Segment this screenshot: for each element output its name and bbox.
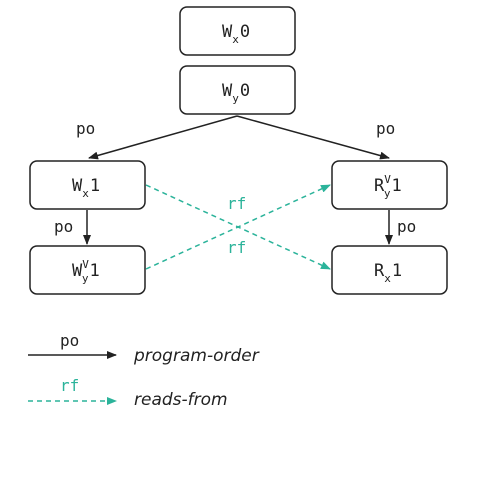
legend-po-tag: po: [60, 331, 79, 350]
po-label-right: po: [376, 119, 395, 138]
rf-label-lower: rf: [227, 238, 246, 257]
node-wx1: Wx1: [29, 160, 146, 210]
svg-text:Wx0: Wx0: [222, 22, 250, 46]
po-label-left: po: [76, 119, 95, 138]
po-label-right-lower: po: [397, 217, 416, 236]
svg-text:Wx1: Wx1: [72, 176, 100, 200]
svg-text:Rx1: Rx1: [374, 261, 402, 285]
node-wx0: Wx0: [179, 6, 296, 56]
po-label-left-lower: po: [54, 217, 73, 236]
po-edge-wy0-rvy1: [236, 115, 390, 160]
svg-text:Wy0: Wy0: [222, 81, 250, 105]
rf-edge-wx1-rx1: [145, 184, 331, 270]
legend: po program-order rf reads-from: [28, 331, 260, 410]
legend-rf-tag: rf: [60, 376, 79, 395]
node-rx1: Rx1: [331, 245, 448, 295]
legend-rf-text: reads-from: [134, 390, 228, 410]
rf-label-upper: rf: [227, 194, 246, 213]
po-edge-wy0-wx1: [88, 115, 238, 160]
legend-po-text: program-order: [133, 346, 260, 366]
node-wy0: Wy0: [179, 65, 296, 115]
